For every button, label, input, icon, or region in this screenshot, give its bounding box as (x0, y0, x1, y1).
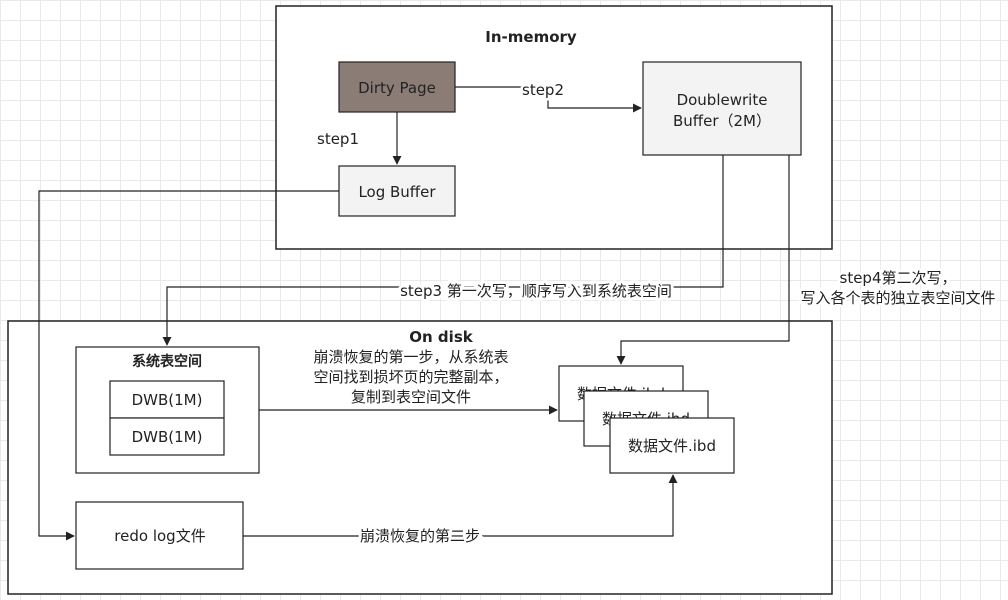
step3-arrow (162, 155, 724, 346)
step4-label-line2: 写入各个表的独立表空间文件 (800, 289, 995, 307)
doublewrite-buffer-label-line2: Buffer（2M） (673, 112, 771, 130)
dwb-block-2-label: DWB(1M) (132, 428, 203, 446)
step3-label: step3 第一次写，顺序写入到系统表空间 (400, 282, 672, 300)
step1-label: step1 (317, 130, 359, 148)
step2-arrow (455, 86, 642, 113)
recovery-step1-label-line1: 崩溃恢复的第一步，从系统表 (313, 348, 508, 366)
dwb-block-2 (109, 417, 225, 456)
system-tablespace-label: 系统表空间 (132, 353, 202, 370)
dirty-page-node (338, 61, 456, 113)
step4-arrow (616, 155, 790, 365)
step4-label-line1: step4第二次写， (840, 269, 957, 287)
log-buffer-label: Log Buffer (358, 183, 436, 201)
doublewrite-buffer-node (642, 61, 802, 156)
recovery-step2-arrow (243, 474, 678, 537)
redo-log-label: redo log文件 (114, 527, 205, 545)
redo-log-node (75, 501, 244, 570)
log-buffer-node (338, 165, 456, 217)
in-memory-title: In-memory (485, 28, 577, 46)
step2-label: step2 (522, 81, 564, 99)
dirty-page-label: Dirty Page (358, 79, 436, 97)
dwb-block-1-label: DWB(1M) (132, 391, 203, 409)
recovery-step2-label: 崩溃恢复的第二步 (360, 527, 480, 545)
recovery-step1-label-line3: 复制到表空间文件 (351, 388, 471, 406)
log-to-redo-arrow (38, 190, 339, 541)
recovery-step1-label-line2: 空间找到损坏页的完整副本， (313, 368, 508, 386)
ibd-file-front (609, 417, 735, 474)
ibd-file-front-label: 数据文件.ibd (628, 437, 716, 455)
doublewrite-buffer-label-line1: Doublewrite (677, 91, 768, 109)
on-disk-title: On disk (409, 328, 473, 346)
